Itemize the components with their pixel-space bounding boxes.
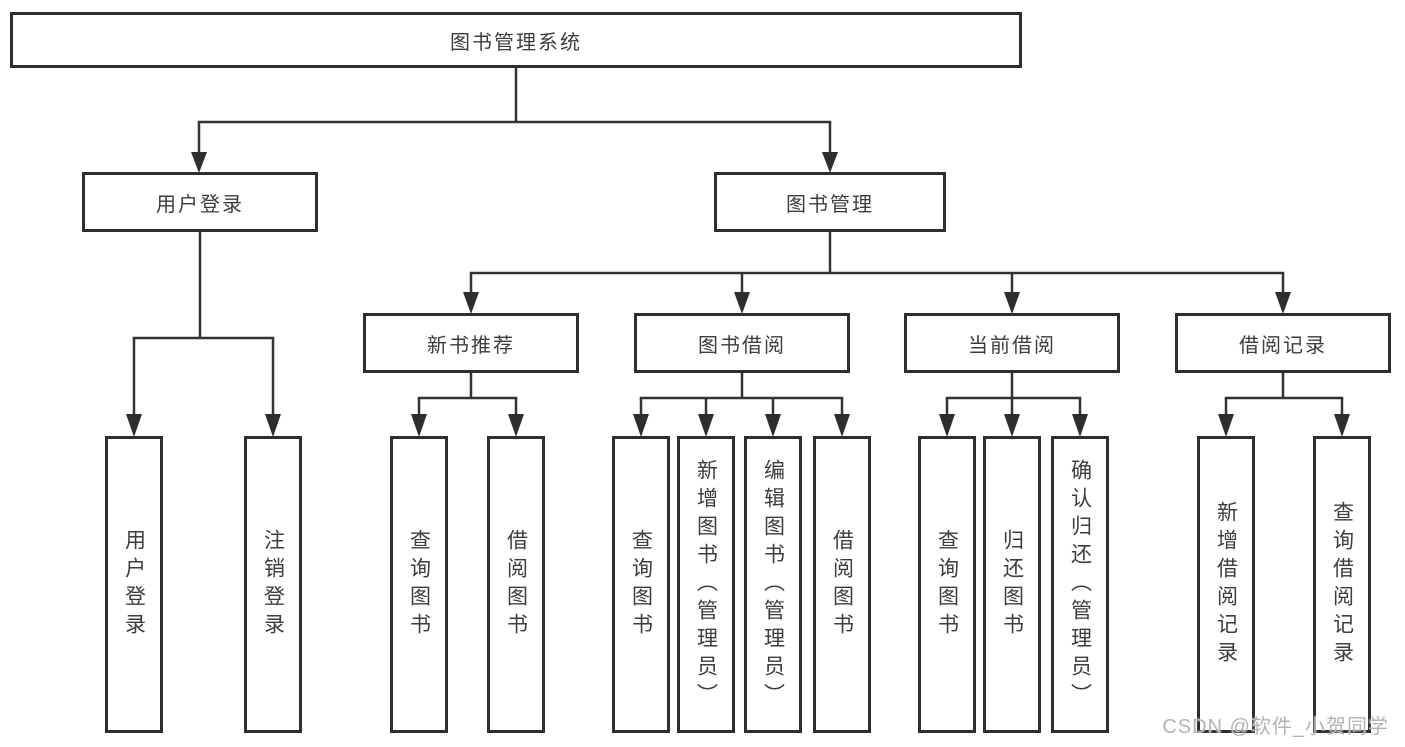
arrowhead-down-icon: [411, 414, 427, 437]
node-library-management-system: 图书管理系统: [10, 12, 1022, 68]
arrowhead-down-icon: [834, 414, 850, 437]
arrowhead-down-icon: [765, 414, 781, 437]
edge-user-login-to-leaves: [126, 232, 281, 437]
leaf-query-books-current: 查询图书: [918, 436, 976, 733]
edge-current-borrowing-to-leaves: [939, 373, 1088, 437]
edge-book-borrowing-to-leaves: [633, 373, 850, 437]
node-borrowing-records: 借阅记录: [1175, 313, 1391, 373]
leaf-user-login: 用户登录: [105, 436, 163, 733]
node-current-borrowing: 当前借阅: [904, 313, 1120, 373]
node-book-borrowing: 图书借阅: [634, 313, 850, 373]
leaf-add-book-admin: 新增图书（管理员）: [677, 436, 735, 733]
arrowhead-down-icon: [265, 414, 281, 437]
leaf-edit-book-admin: 编辑图书（管理员）: [744, 436, 802, 733]
node-book-management: 图书管理: [714, 172, 946, 232]
arrowhead-down-icon: [1334, 414, 1350, 437]
edge-book-management-to-level3: [463, 232, 1291, 314]
arrowhead-down-icon: [822, 152, 838, 173]
leaf-query-books-borrowing: 查询图书: [612, 436, 670, 733]
arrowhead-down-icon: [939, 414, 955, 437]
arrowhead-down-icon: [191, 152, 207, 173]
leaf-logout: 注销登录: [244, 436, 302, 733]
arrowhead-down-icon: [1004, 414, 1020, 437]
arrowhead-down-icon: [463, 292, 479, 314]
edge-borrowing-records-to-leaves: [1218, 373, 1350, 437]
leaf-borrow-books-borrowing: 借阅图书: [813, 436, 871, 733]
arrowhead-down-icon: [633, 414, 649, 437]
arrowhead-down-icon: [1072, 414, 1088, 437]
arrowhead-down-icon: [698, 414, 714, 437]
node-user-login: 用户登录: [82, 172, 318, 232]
arrowhead-down-icon: [508, 414, 524, 437]
leaf-return-books: 归还图书: [983, 436, 1041, 733]
arrowhead-down-icon: [1004, 292, 1020, 314]
leaf-borrow-books-recommend: 借阅图书: [487, 436, 545, 733]
leaf-add-borrow-record: 新增借阅记录: [1197, 436, 1255, 733]
node-new-book-recommend: 新书推荐: [363, 313, 579, 373]
leaf-confirm-return-admin: 确认归还（管理员）: [1051, 436, 1109, 733]
csdn-watermark: CSDN @软件_小贺同学: [1162, 716, 1389, 738]
edge-root-to-level2: [191, 68, 838, 173]
arrowhead-down-icon: [734, 292, 750, 314]
leaf-query-borrow-record: 查询借阅记录: [1313, 436, 1371, 733]
arrowhead-down-icon: [1218, 414, 1234, 437]
arrowhead-down-icon: [126, 414, 142, 437]
arrowhead-down-icon: [1275, 292, 1291, 314]
leaf-query-books-recommend: 查询图书: [390, 436, 448, 733]
edge-new-book-recommend-to-leaves: [411, 373, 524, 437]
